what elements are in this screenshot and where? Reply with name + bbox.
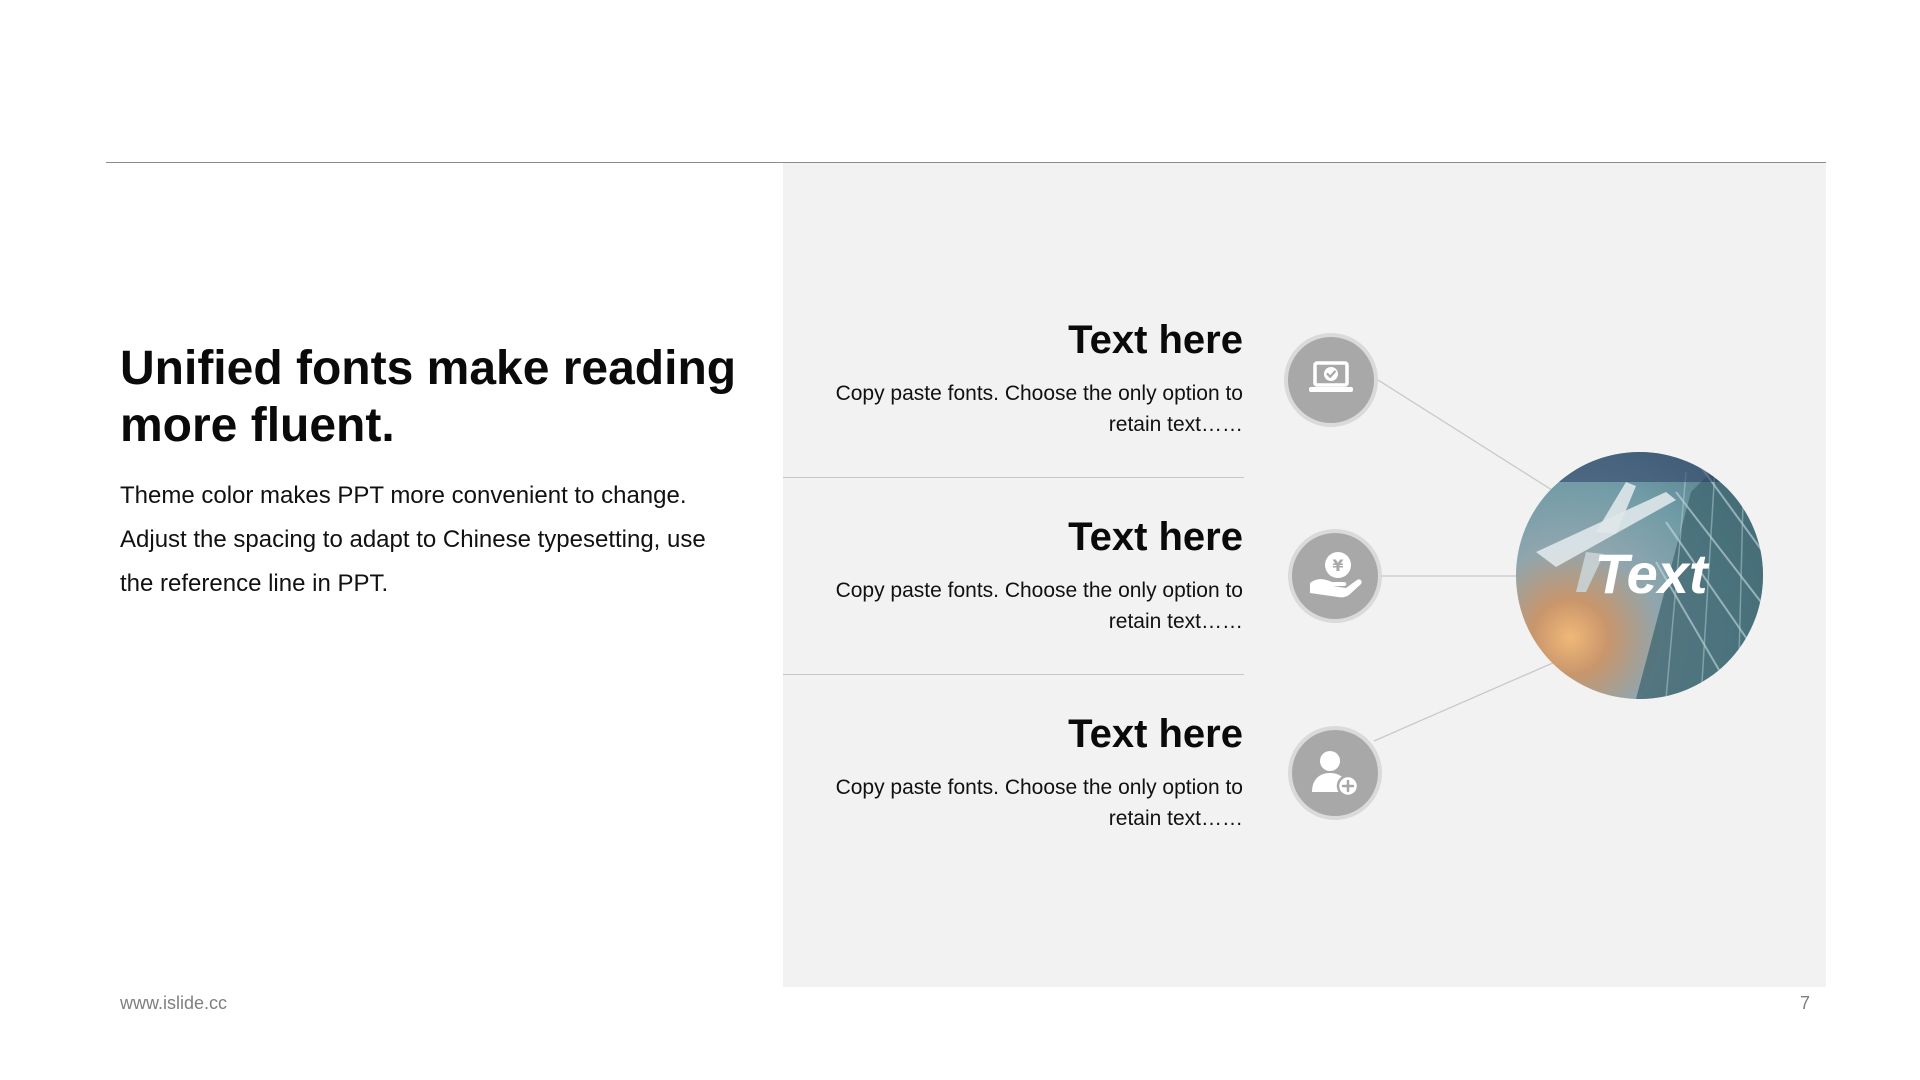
item-divider-2 [783,674,1244,675]
footer-url[interactable]: www.islide.cc [120,993,228,1013]
slide-headline: Unified fonts make reading more fluent. [120,342,737,452]
hub-image-circle: Text [1516,452,1763,699]
item-description-3: Copy paste fonts. Choose the only option… [835,776,1243,830]
laptop-check-icon [1309,361,1353,392]
item-description-2: Copy paste fonts. Choose the only option… [835,579,1243,633]
page-number: 7 [1799,993,1810,1013]
item-icon-circle-3 [1288,726,1382,820]
svg-text:¥: ¥ [1332,556,1343,575]
hub-label: Text [1594,542,1708,605]
top-rule [106,162,1826,163]
yen-hand-icon: ¥ [1310,552,1362,598]
item-icon-circle-2: ¥ [1288,529,1382,623]
add-user-icon [1312,751,1360,798]
item-title-2: Text here [1068,515,1243,559]
intro-paragraph: Theme color makes PPT more convenient to… [120,482,706,597]
airplane-building-illustration [1516,452,1763,699]
item-description-1: Copy paste fonts. Choose the only option… [835,382,1243,436]
item-divider-1 [783,477,1244,478]
item-icon-circle-1 [1284,333,1378,427]
item-title-1: Text here [1068,318,1243,362]
item-title-3: Text here [1068,712,1243,756]
